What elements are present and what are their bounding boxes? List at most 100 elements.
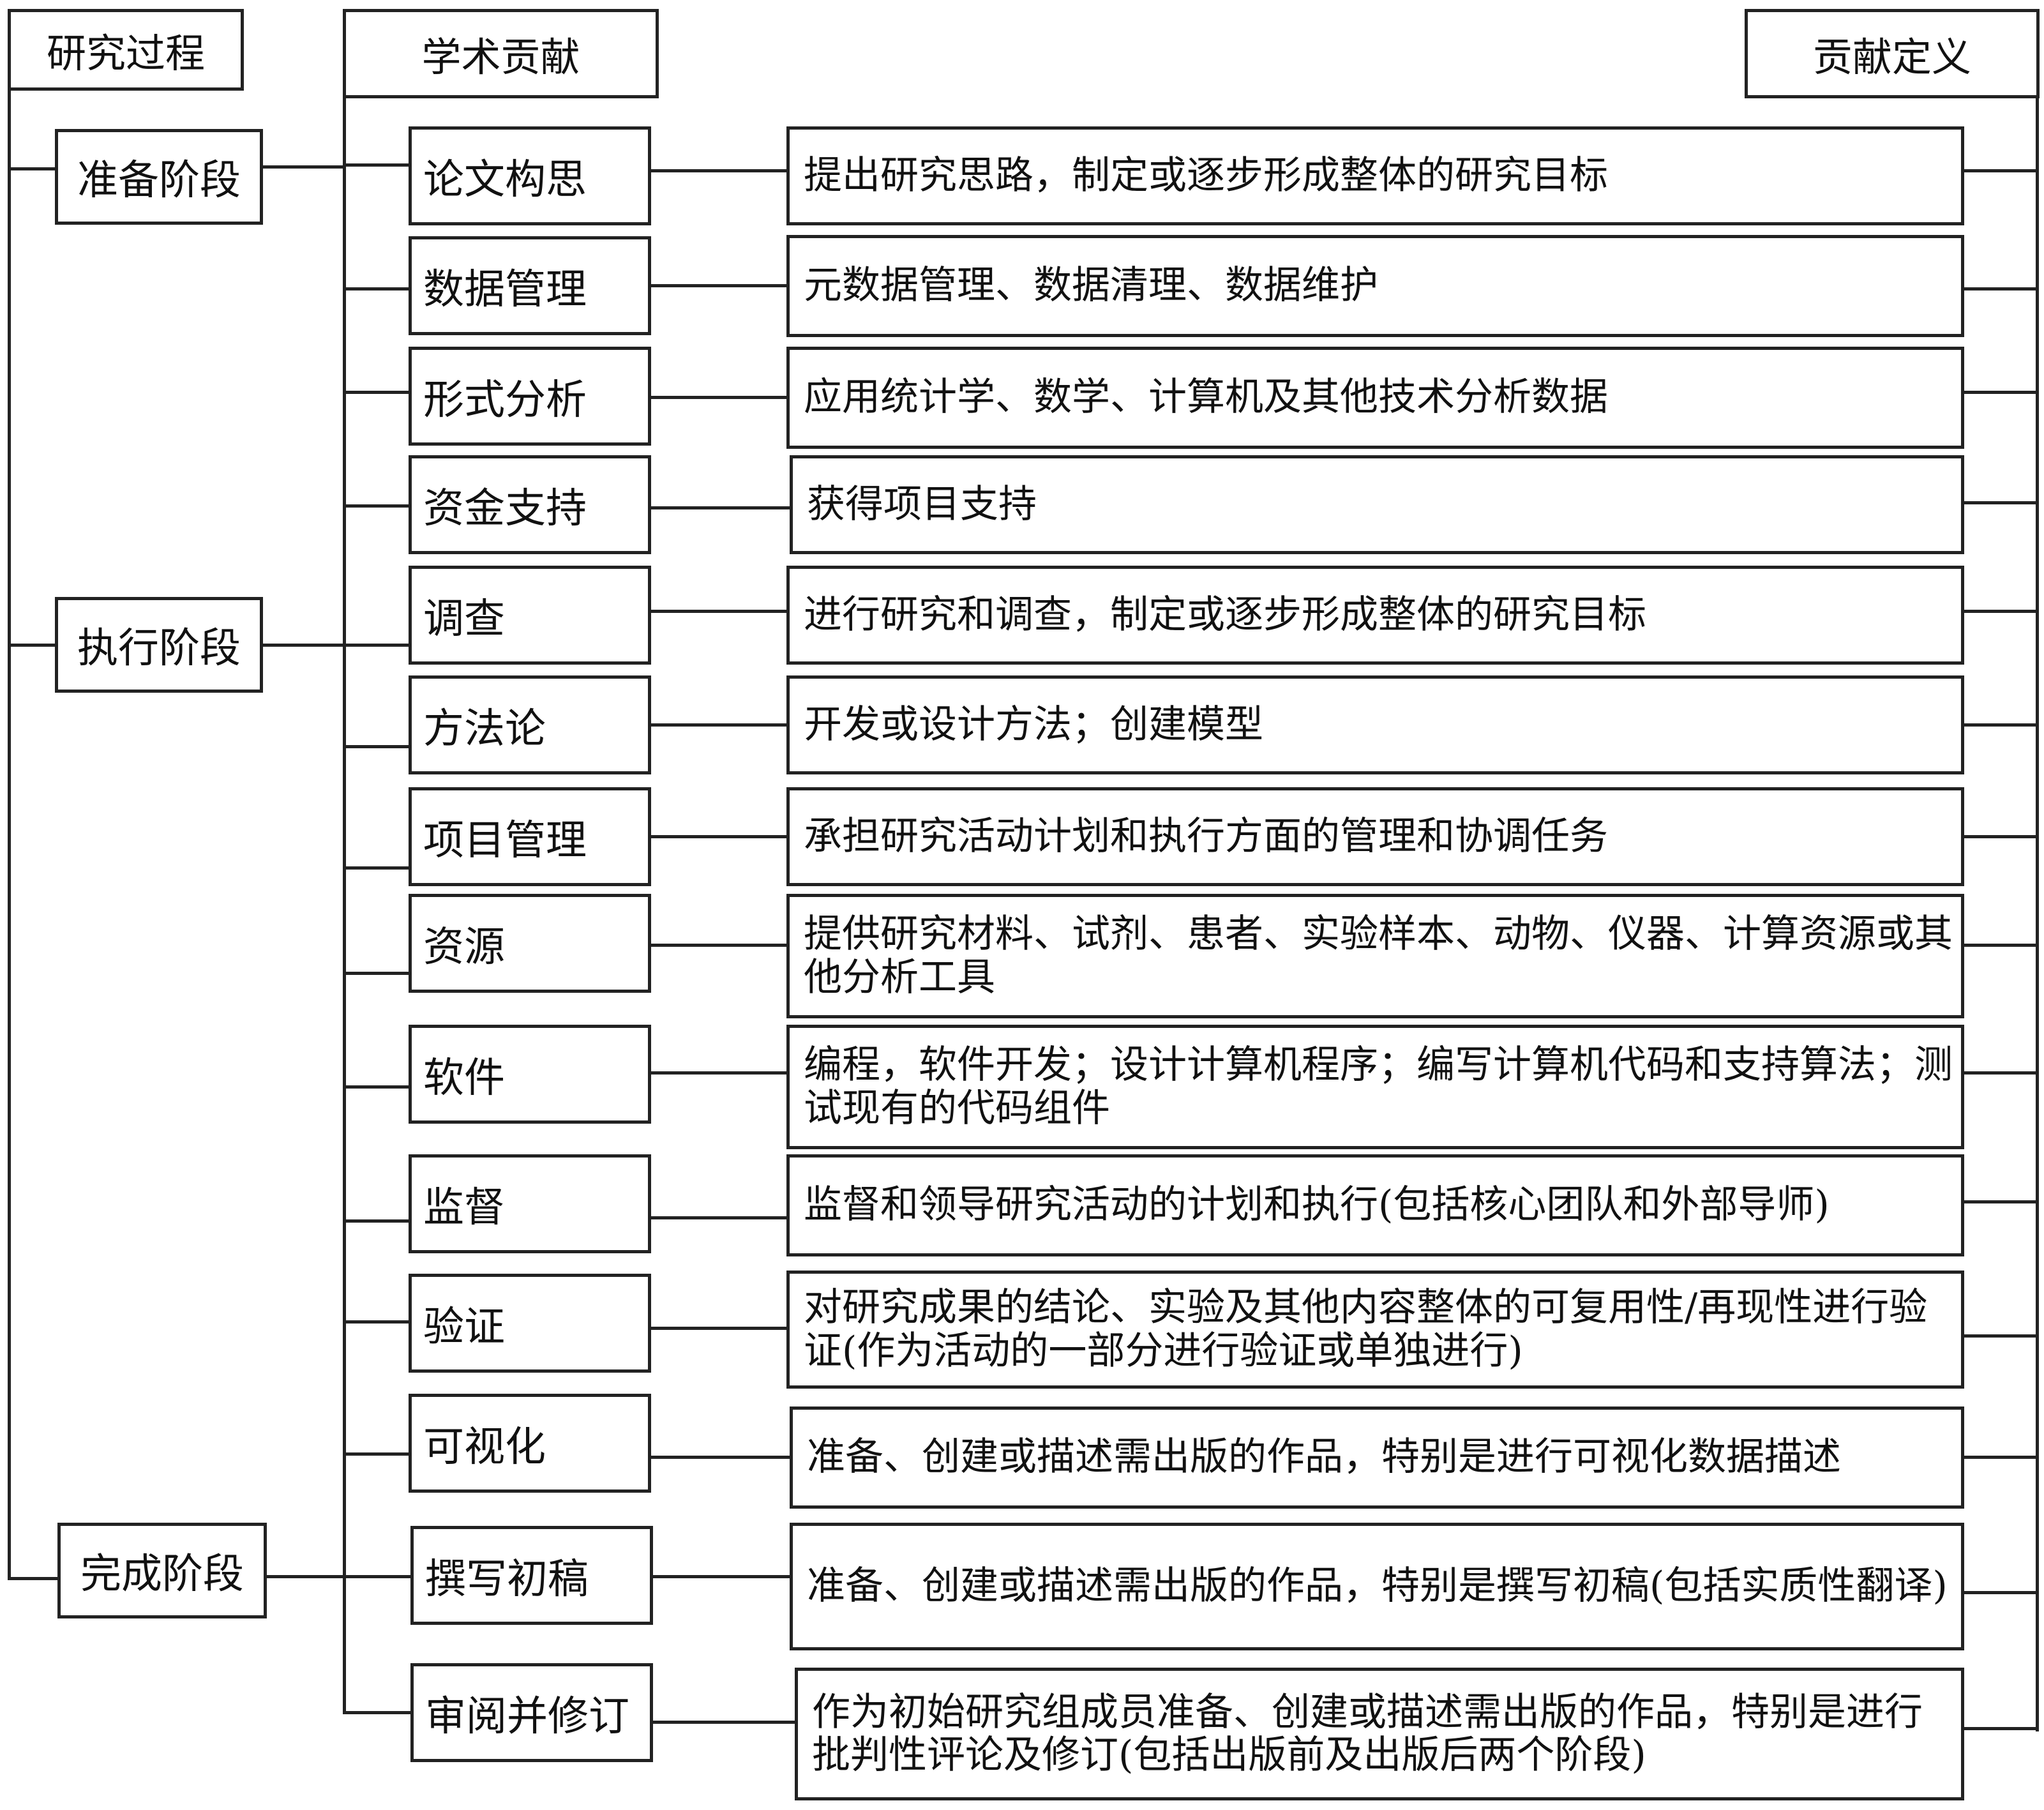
connector-completion-spine [266,1575,345,1578]
stage-completion: 完成阶段 [57,1523,267,1618]
right-connector [1963,169,2037,172]
definition-text: 应用统计学、数学、计算机及其他技术分析数据 [804,375,1608,420]
connector-stage-completion [8,1577,59,1580]
right-connector [1963,835,2037,838]
definition-text: 提供研究材料、试剂、患者、实验样本、动物、仪器、计算资源或其他分析工具 [804,912,1953,1000]
definition-text: 编程，软件开发；设计计算机程序；编写计算机代码和支持算法；测试现有的代码组件 [804,1043,1953,1131]
branch [343,745,410,748]
definition-supervision: 监督和领导研究活动的计划和执行(包括核心团队和外部导师) [786,1154,1964,1256]
definition-project-administration: 承担研究活动计划和执行方面的管理和协调任务 [786,787,1964,886]
definition-text: 作为初始研究组成员准备、创建或描述需出版的作品，特别是进行批判性评论及修订(包括… [812,1689,1923,1777]
definition-text: 获得项目支持 [807,481,1037,527]
contribution-review-editing: 审阅并修订 [410,1663,653,1762]
contribution-label: 软件 [423,1054,505,1102]
header-research-process-label: 研究过程 [46,30,205,77]
spine-contribution-definition [2036,97,2039,1731]
contribution-resources: 资源 [409,894,651,993]
contribution-label: 方法论 [423,705,546,753]
stage-execution-label: 执行阶段 [77,625,241,672]
contribution-validation: 验证 [409,1274,651,1373]
contribution-methodology: 方法论 [409,675,651,774]
header-contribution-definition-label: 贡献定义 [1812,34,1971,80]
branch [343,1711,412,1714]
branch [343,1320,410,1324]
branch [343,163,410,167]
definition-funding-acquisition: 获得项目支持 [790,455,1964,554]
contribution-label: 审阅并修订 [425,1693,629,1740]
definition-resources: 提供研究材料、试剂、患者、实验样本、动物、仪器、计算资源或其他分析工具 [786,894,1964,1018]
connector [653,1575,791,1578]
right-connector [1963,1591,2037,1594]
branch [343,644,410,647]
stage-preparation-label: 准备阶段 [77,157,241,204]
right-connector [1963,287,2037,290]
branch [343,866,410,870]
connector-stage-preparation [8,167,56,170]
contribution-formal-analysis: 形式分析 [409,347,651,446]
spine-research-process [8,89,11,1580]
right-connector [1963,1334,2037,1338]
definition-original-draft: 准备、创建或描述需出版的作品，特别是撰写初稿(包括实质性翻译) [790,1523,1964,1650]
contribution-project-administration: 项目管理 [409,787,651,886]
definition-text: 元数据管理、数据清理、数据维护 [804,263,1378,308]
definition-text: 承担研究活动计划和执行方面的管理和协调任务 [804,813,1608,859]
connector [653,1721,796,1724]
contribution-data-curation: 数据管理 [409,236,651,335]
right-connector [1963,944,2037,947]
definition-formal-analysis: 应用统计学、数学、计算机及其他技术分析数据 [786,347,1964,449]
header-academic-contribution-label: 学术贡献 [421,34,580,80]
right-connector [1963,1200,2037,1203]
branch [343,1452,410,1456]
stage-preparation: 准备阶段 [55,129,263,225]
connector [651,723,788,727]
branch [343,504,410,508]
branch [343,391,410,394]
contribution-label: 验证 [423,1303,505,1351]
connector [651,1456,791,1459]
definition-text: 提出研究思路，制定或逐步形成整体的研究目标 [804,153,1608,198]
right-connector [1963,1456,2037,1459]
contribution-label: 形式分析 [423,376,587,424]
definition-data-curation: 元数据管理、数据清理、数据维护 [786,235,1964,337]
connector [651,1216,788,1219]
contribution-label: 监督 [423,1184,505,1232]
definition-visualization: 准备、创建或描述需出版的作品，特别是进行可视化数据描述 [790,1407,1964,1509]
connector [651,284,788,287]
stage-completion-label: 完成阶段 [80,1551,244,1598]
definition-methodology: 开发或设计方法；创建模型 [786,675,1964,774]
contribution-funding-acquisition: 资金支持 [409,455,651,554]
definition-text: 准备、创建或描述需出版的作品，特别是撰写初稿(包括实质性翻译) [807,1564,1948,1609]
right-connector [1963,1071,2037,1075]
stage-execution: 执行阶段 [55,597,263,693]
branch [343,972,410,975]
connector [651,835,788,838]
connector [651,169,788,172]
connector [651,506,791,509]
definition-software: 编程，软件开发；设计计算机程序；编写计算机代码和支持算法；测试现有的代码组件 [786,1025,1964,1149]
branch [343,287,410,290]
header-contribution-definition: 贡献定义 [1745,9,2040,98]
contribution-label: 撰写初稿 [425,1555,589,1603]
contribution-label: 论文构思 [423,156,587,204]
connector-execution-spine [262,644,345,647]
definition-text: 开发或设计方法；创建模型 [804,702,1263,747]
connector-stage-execution [8,644,56,647]
definition-investigation: 进行研究和调查，制定或逐步形成整体的研究目标 [786,566,1964,665]
connector [651,610,788,613]
right-connector [1963,1727,2037,1730]
connector [651,396,788,399]
right-connector [1963,391,2037,394]
contribution-label: 资金支持 [423,485,587,532]
connector [651,944,788,947]
spine-academic-contribution [343,97,346,1714]
contribution-conceptualization: 论文构思 [409,126,651,225]
definition-text: 对研究成果的结论、实验及其他内容整体的可复用性/再现性进行验证(作为活动的一部分… [804,1285,1928,1373]
connector-preparation-spine [262,165,345,169]
header-research-process: 研究过程 [8,9,244,91]
contribution-label: 数据管理 [423,266,587,313]
contribution-original-draft: 撰写初稿 [410,1526,653,1625]
contribution-label: 资源 [423,923,505,971]
branch [343,1219,410,1223]
connector [651,1071,788,1075]
